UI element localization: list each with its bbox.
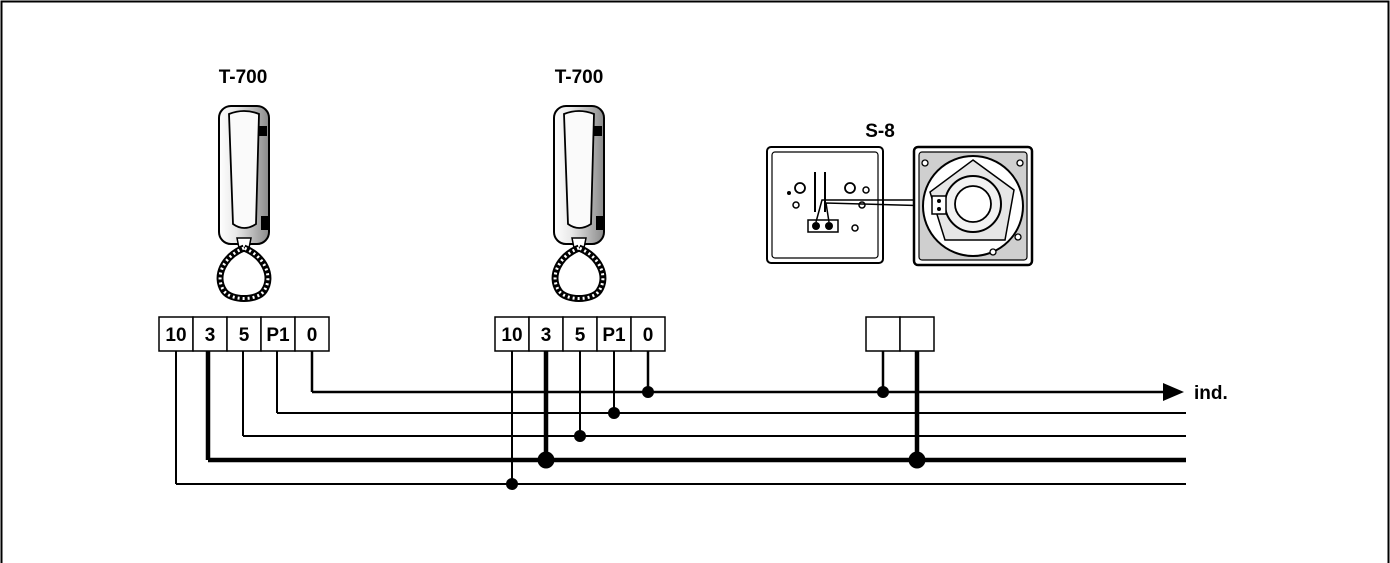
junction-dots <box>506 386 926 490</box>
arrow-label: ind. <box>1194 383 1228 404</box>
handset-icon <box>551 105 607 302</box>
device-label-s8: S-8 <box>865 121 895 142</box>
arrow-head-icon <box>1163 383 1184 401</box>
bus-wires <box>175 351 1186 485</box>
junction-dot <box>537 451 555 469</box>
junction-dot <box>608 407 620 419</box>
terminal-label: P1 <box>602 325 626 346</box>
junction-dot <box>877 386 889 398</box>
terminal-label: 3 <box>205 325 216 346</box>
terminal-label: 10 <box>501 325 522 346</box>
handset-icon <box>216 105 272 302</box>
terminal-label: 10 <box>165 325 186 346</box>
terminal-label: 5 <box>239 325 250 346</box>
terminal-label: 0 <box>643 325 654 346</box>
terminal-label: 0 <box>307 325 318 346</box>
terminal-label: P1 <box>266 325 290 346</box>
terminal-block-s8 <box>865 316 935 352</box>
device-label-t700-1: T-700 <box>219 67 268 88</box>
terminal-block-t700-2: 10 3 5 P1 0 <box>494 316 666 352</box>
terminal-label: 3 <box>541 325 552 346</box>
terminal-label: 5 <box>575 325 586 346</box>
device-label-t700-2: T-700 <box>555 67 604 88</box>
junction-dot <box>908 451 926 469</box>
sounder-speaker-icon <box>912 145 1034 267</box>
junction-dot <box>574 430 586 442</box>
terminal-block-t700-1: 10 3 5 P1 0 <box>158 316 330 352</box>
sounder-back-plate-icon <box>766 146 936 264</box>
junction-dot <box>642 386 654 398</box>
junction-dot <box>506 478 518 490</box>
